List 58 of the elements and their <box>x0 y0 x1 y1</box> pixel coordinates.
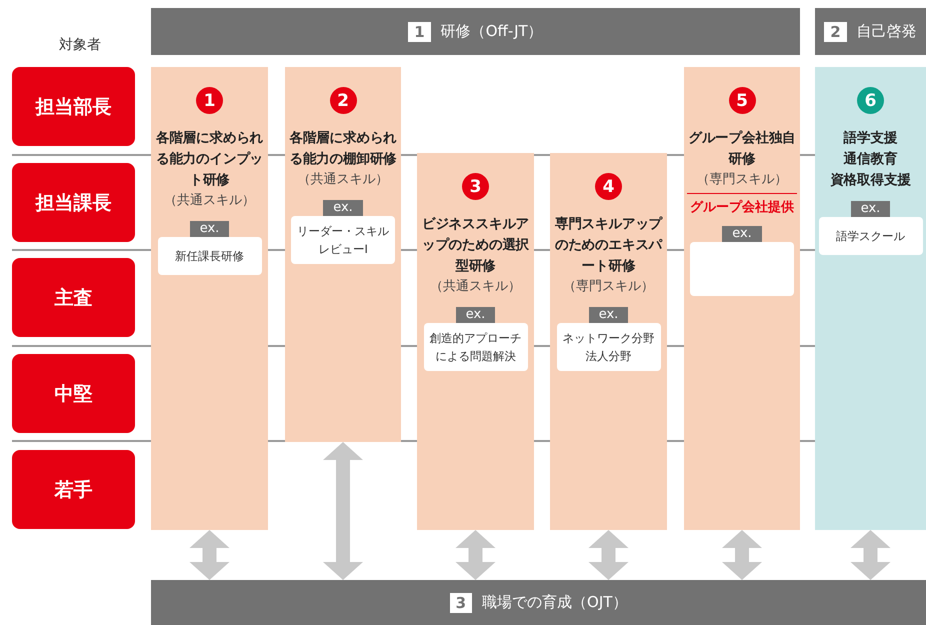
level-box: 担当部長 <box>12 67 135 146</box>
double-arrow <box>850 530 890 580</box>
double-arrow <box>588 530 628 580</box>
training-column <box>285 67 401 442</box>
number-badge: 2 <box>330 87 356 114</box>
example-box: リーダー・スキルレビューⅠ <box>291 216 395 264</box>
double-arrow <box>323 442 363 580</box>
skill-category: （専門スキル） <box>696 171 788 189</box>
bar-title: 研修（Off-JT） <box>440 22 543 41</box>
course-title: 各階層に求められる能力のインプット研修 <box>154 129 264 190</box>
example-tag: ex. <box>850 201 890 217</box>
example-tag: ex. <box>722 226 762 242</box>
skill-category: （共通スキル） <box>164 192 255 210</box>
number-box: 2 <box>824 22 847 42</box>
course-title: 専門スキルアップのためのエキスパート研修 <box>554 215 664 276</box>
level-box: 主査 <box>12 258 135 337</box>
provider-note: グループ会社提供 <box>687 193 797 216</box>
number-box: 1 <box>408 22 431 42</box>
training-column <box>815 67 926 530</box>
example-box: 語学スクール <box>818 217 922 255</box>
skill-category: （共通スキル） <box>430 278 521 296</box>
course-title: 資格取得支援 <box>829 171 912 190</box>
bar-title: 自己啓発 <box>856 22 917 41</box>
example-tag: ex. <box>323 200 363 216</box>
example-box: ネットワーク分野 法人分野 <box>556 323 660 371</box>
course-title: グループ会社独自研修 <box>687 129 797 169</box>
double-arrow <box>190 530 230 580</box>
course-title: 各階層に求められる能力の棚卸研修 <box>288 129 398 169</box>
training-column <box>151 67 268 530</box>
number-badge: 1 <box>196 87 223 114</box>
level-box: 中堅 <box>12 354 135 433</box>
example-tag: ex. <box>588 307 628 323</box>
example-tag: ex. <box>190 221 230 237</box>
course-title: 通信教育 <box>842 150 898 169</box>
level-box: 若手 <box>12 450 135 529</box>
category-bar <box>151 8 800 55</box>
category-bar <box>151 580 926 625</box>
skill-category: （専門スキル） <box>563 278 654 296</box>
number-badge: 5 <box>728 87 756 114</box>
training-column <box>417 153 534 530</box>
example-box: 創造的アプローチによる問題解決 <box>424 323 528 371</box>
double-arrow <box>722 530 762 580</box>
bar-title: 職場での育成（OJT） <box>482 593 628 612</box>
example-box: 新任課長研修 <box>158 237 262 275</box>
number-badge: 6 <box>857 87 884 114</box>
skill-category: （共通スキル） <box>298 171 388 189</box>
number-box: 3 <box>450 592 472 612</box>
number-badge: 4 <box>595 173 622 200</box>
course-title: 語学支援 <box>842 129 898 148</box>
training-column <box>550 153 667 530</box>
example-tag: ex. <box>456 307 496 323</box>
column-heading: 対象者 <box>58 36 102 55</box>
number-badge: 3 <box>462 173 489 200</box>
double-arrow <box>456 530 496 580</box>
level-box: 担当課長 <box>12 163 135 242</box>
training-column <box>684 67 800 530</box>
category-bar <box>815 8 926 55</box>
course-title: ビジネススキルアップのための選択型研修 <box>420 215 530 276</box>
